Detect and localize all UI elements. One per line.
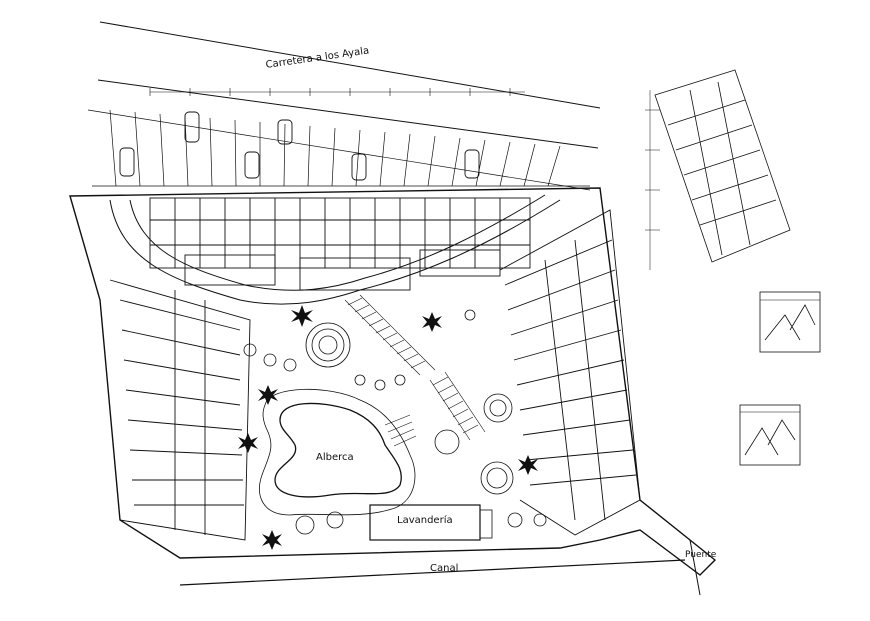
housing-block-top	[149, 197, 531, 291]
walkway-curve-inner	[129, 194, 546, 291]
tree-large-2	[480, 461, 514, 495]
dimension-line-top	[149, 88, 525, 96]
tree-large	[305, 322, 351, 368]
detail-drawing-unit-plan	[645, 69, 791, 270]
laundry-annex	[479, 509, 493, 539]
detail-section-b	[739, 404, 801, 466]
road-edge-top	[99, 21, 601, 109]
pool-deck	[259, 388, 416, 516]
pergola-walk	[344, 294, 486, 441]
pool-label: Alberca	[316, 452, 354, 463]
palm-stars	[238, 305, 538, 550]
laundry-label: Lavandería	[397, 515, 453, 526]
canal-line	[179, 559, 686, 586]
road-edge-bottom	[97, 79, 599, 149]
walkway-curve	[109, 199, 561, 305]
site-boundary	[69, 187, 717, 576]
canal-label: Canal	[430, 563, 459, 574]
detail-section-a	[759, 291, 821, 353]
parking-stalls	[87, 109, 591, 191]
pool-steps	[384, 414, 417, 447]
parked-cars	[119, 111, 480, 181]
housing-block-right	[499, 209, 641, 536]
canal-line-2	[689, 539, 701, 596]
tree-large-3	[483, 393, 513, 423]
housing-block-left	[109, 279, 251, 541]
trees	[243, 309, 547, 535]
bridge-label: Puente	[685, 550, 717, 560]
pool-outline	[274, 402, 402, 498]
